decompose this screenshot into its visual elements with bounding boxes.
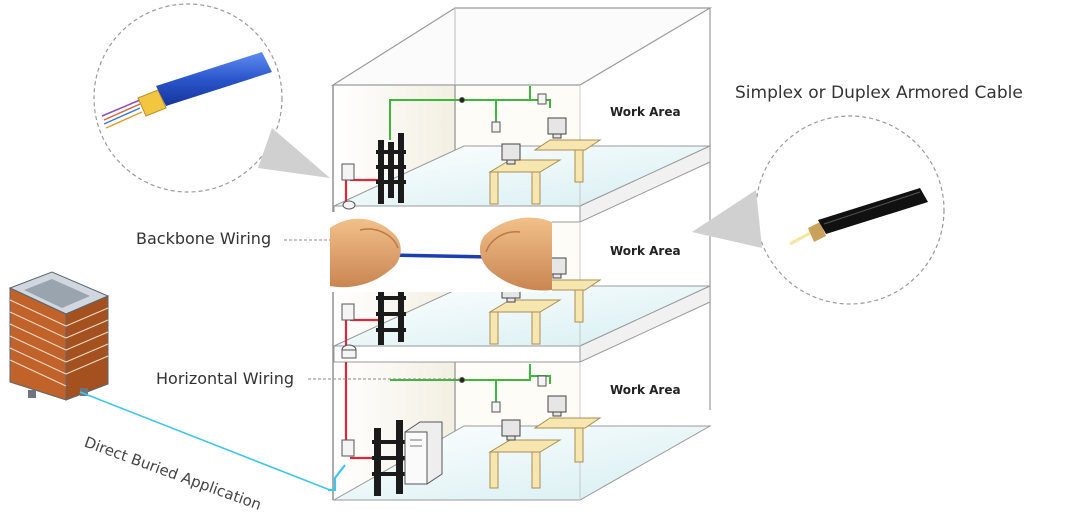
rack-icon xyxy=(372,133,406,496)
roof xyxy=(330,7,713,86)
work-area-label-1: Work Area xyxy=(610,105,681,119)
work-area-label-2: Work Area xyxy=(610,244,681,258)
blue-fiber-callout xyxy=(93,3,330,193)
horizontal-wiring-label: Horizontal Wiring xyxy=(156,369,295,388)
blue-fiber-cable-icon xyxy=(101,52,272,129)
work-area-label-3: Work Area xyxy=(610,383,681,397)
wall-box-icons xyxy=(341,163,357,457)
building-icon xyxy=(8,271,110,401)
direct-buried-cable xyxy=(328,464,346,492)
server-icon xyxy=(404,421,443,485)
direct-buried-link xyxy=(79,391,331,491)
work-area-desks xyxy=(488,139,602,489)
horizontal-cabling xyxy=(389,86,551,402)
black-armored-callout xyxy=(692,115,945,305)
computer-icon xyxy=(501,117,567,441)
black-armored-cable-icon xyxy=(789,188,928,246)
hands-holding-cable-icon xyxy=(330,212,552,292)
armored-cable-label: Simplex or Duplex Armored Cable xyxy=(735,83,1023,103)
backbone-wiring-label: Backbone Wiring xyxy=(136,229,272,248)
